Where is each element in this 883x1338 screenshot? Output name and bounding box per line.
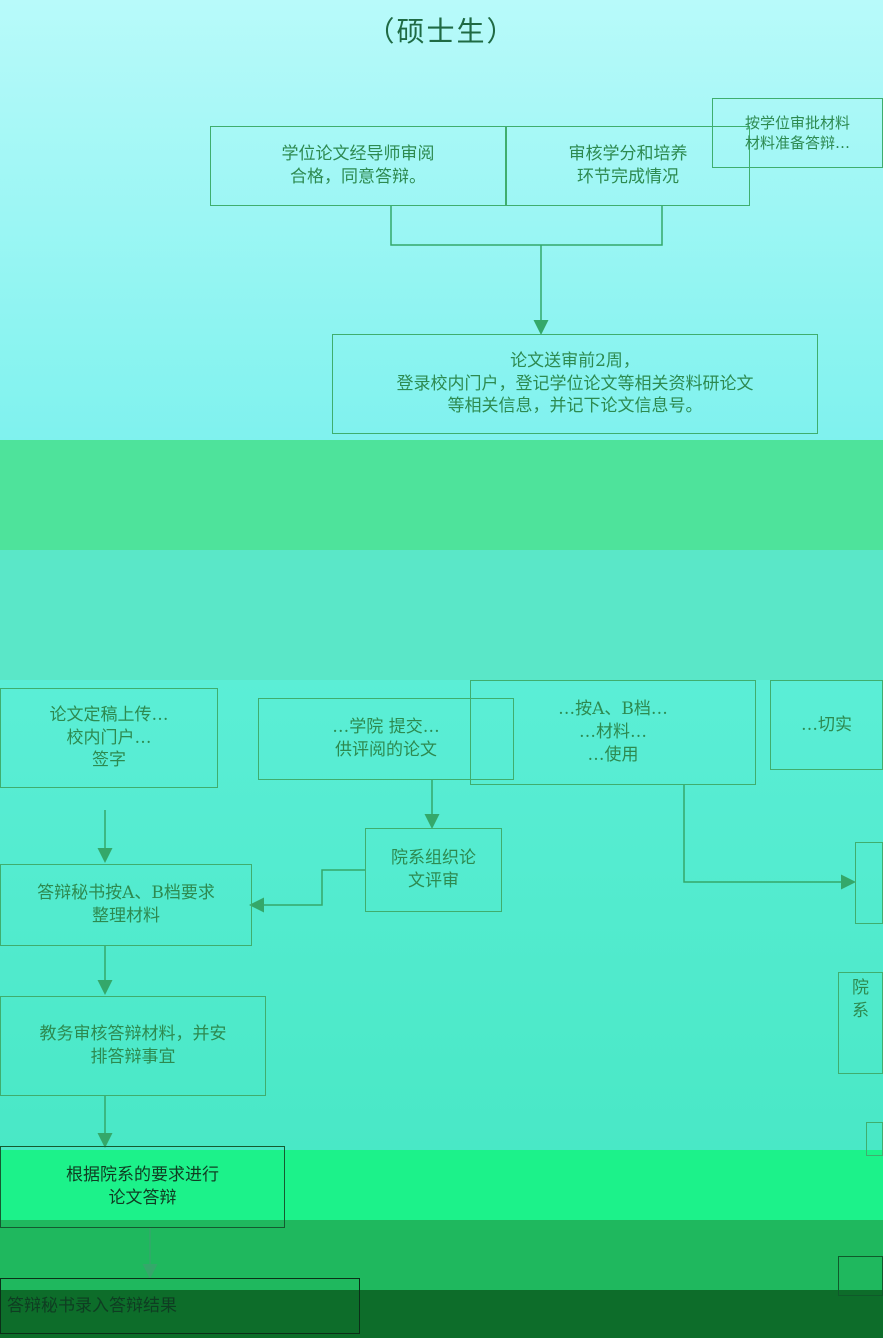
node-admin-review: 教务审核答辩材料，并安 排答辩事宜 [0, 996, 266, 1096]
connector-ab-to-right [683, 785, 856, 890]
node-submit-review: …学院 提交… 供评阅的论文 [258, 698, 514, 780]
node-left-upload: 论文定稿上传… 校内门户… 签字 [0, 688, 218, 788]
node-degree-materials: 按学位审批材料 材料准备答辩… [712, 98, 883, 168]
node-audit-credits: 审核学分和培养 环节完成情况 [506, 126, 750, 206]
node-tutor-review: 学位论文经导师审阅 合格，同意答辩。 [210, 126, 506, 206]
background-band-5 [0, 1150, 883, 1220]
node-right-target [855, 842, 883, 924]
node-right-bottom [866, 1122, 883, 1156]
node-right-side: 院系 [838, 972, 883, 1074]
background-band-4 [0, 680, 883, 1150]
node-dept-review: 院系组织论 文评审 [365, 828, 502, 912]
node-secretary-ab: 答辩秘书按A、B档要求 整理材料 [0, 864, 252, 946]
connector-top-merge [390, 205, 663, 246]
node-record-results: 答辩秘书录入答辩结果 [0, 1278, 360, 1334]
page-title: （硕士生） [366, 15, 517, 48]
node-register-thesis: 论文送审前2周， 登录校内门户，登记学位论文等相关资料研论文 等相关信息，并记下… [332, 334, 818, 434]
node-ab-files: …按A、B档… …材料… …使用 [470, 680, 756, 785]
node-right-partial: …切实 [770, 680, 883, 770]
background-band-1 [0, 0, 883, 440]
background-band-7 [0, 1290, 883, 1338]
node-defense: 根据院系的要求进行 论文答辩 [0, 1146, 285, 1228]
background-band-2 [0, 440, 883, 550]
node-right-bottom-2 [838, 1256, 883, 1296]
connector-dept-to-secretary [249, 869, 365, 913]
background-band-3 [0, 550, 883, 680]
